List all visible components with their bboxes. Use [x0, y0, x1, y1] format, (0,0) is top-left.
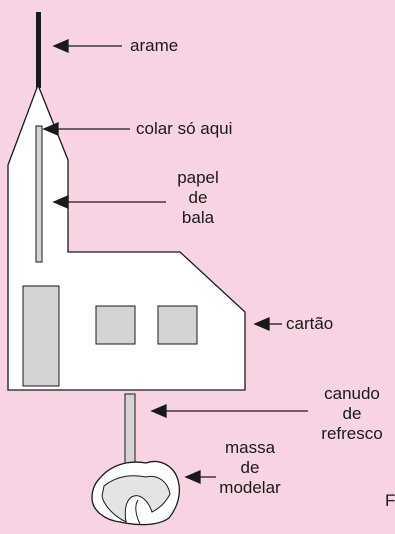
label-arame: arame	[130, 36, 179, 55]
label-canudo-de-refresco: canudo de refresco	[312, 384, 392, 444]
label-canudo-line3: refresco	[321, 424, 383, 443]
arrowhead-arame	[52, 39, 69, 53]
arrowhead-canudo	[150, 404, 167, 418]
label-massa-de-modelar: massa de modelar	[214, 438, 286, 498]
label-papel-de-bala: papel de bala	[168, 168, 228, 228]
arrowhead-colar	[42, 122, 59, 136]
label-papel-line2: de	[188, 188, 208, 207]
wire	[36, 12, 41, 88]
door	[22, 285, 60, 387]
label-papel-line1: papel	[177, 168, 219, 187]
candy-wrapper-strip	[35, 125, 43, 263]
label-canudo-line1: canudo	[324, 384, 380, 403]
label-papel-line3: bala	[181, 208, 215, 227]
label-fragment: F	[385, 491, 395, 510]
arrowhead-cartao	[253, 317, 270, 331]
label-colar: colar só aqui	[136, 119, 233, 138]
window-right	[157, 305, 198, 345]
window-left	[95, 305, 136, 345]
arrowhead-papel	[52, 195, 69, 209]
arrowhead-massa	[184, 470, 201, 484]
label-cartao: cartão	[286, 314, 334, 333]
label-canudo-line2: de	[342, 404, 362, 423]
straw	[124, 393, 136, 469]
label-massa-line1: massa	[224, 438, 276, 457]
modeling-clay-shading	[101, 475, 171, 523]
label-massa-line3: modelar	[219, 478, 281, 497]
modeling-clay-crease	[135, 499, 141, 525]
label-massa-line2: de	[240, 458, 260, 477]
